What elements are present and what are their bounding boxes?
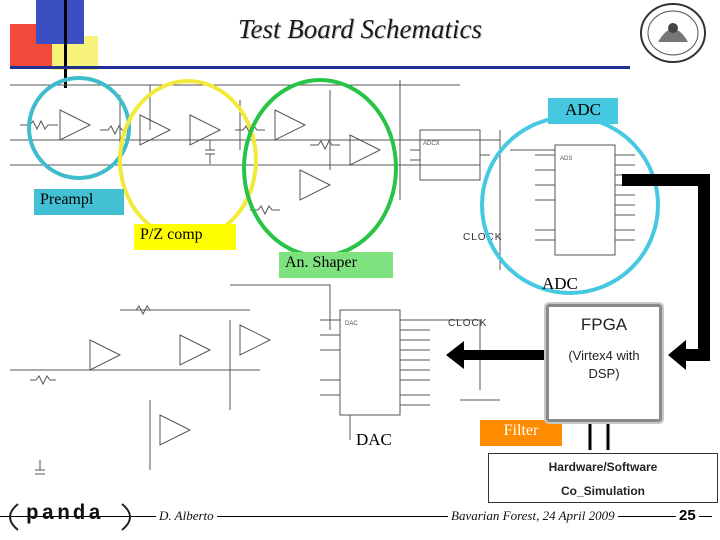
- panda-swoosh-icon: [9, 503, 131, 531]
- preampl-label: Preampl: [34, 189, 124, 215]
- university-seal-icon: [640, 3, 706, 63]
- blue-square: [36, 0, 84, 44]
- clock-label-top: CLOCK: [463, 232, 503, 243]
- panda-logo: panda: [26, 503, 105, 526]
- page-title: Test Board Schematics: [238, 14, 482, 44]
- svg-text:ADS: ADS: [560, 156, 572, 162]
- page-number: 25: [676, 507, 699, 524]
- footer-event: Bavarian Forest, 24 April 2009: [448, 508, 618, 524]
- filter-label: Filter: [480, 420, 562, 446]
- fpga-block: FPGA (Virtex4 with DSP): [546, 304, 662, 422]
- vertical-bar: [64, 0, 67, 88]
- fpga-title: FPGA: [580, 315, 628, 334]
- dac-label: DAC: [356, 430, 392, 449]
- fpga-subtitle: (Virtex4 with DSP): [568, 348, 640, 381]
- clock-label-mid: CLOCK: [448, 318, 488, 329]
- preampl-circle: [27, 76, 131, 180]
- hw-sw-line1: Hardware/Software: [548, 460, 658, 474]
- hw-sw-cosim-block: Hardware/Software Co_Simulation: [488, 453, 718, 503]
- pz-comp-label: P/Z comp: [134, 224, 236, 250]
- svg-text:DAC: DAC: [345, 321, 358, 327]
- footer-line: [0, 516, 712, 517]
- adc-mid-label: ADC: [542, 274, 578, 293]
- shaper-circle: [242, 78, 398, 258]
- adc-to-fpga-arrow: [622, 174, 710, 361]
- svg-text:ADCX: ADCX: [423, 141, 440, 147]
- pz-comp-circle: [118, 79, 258, 241]
- hw-sw-line2: Co_Simulation: [560, 484, 645, 498]
- logo-squares: [0, 0, 110, 88]
- title-underline: [10, 66, 630, 69]
- adc-top-label: ADC: [548, 98, 618, 124]
- an-shaper-label: An. Shaper: [279, 252, 393, 278]
- adc-circle: [480, 115, 660, 295]
- footer-logo-frame: panda: [0, 500, 140, 534]
- footer-author: D. Alberto: [156, 508, 217, 524]
